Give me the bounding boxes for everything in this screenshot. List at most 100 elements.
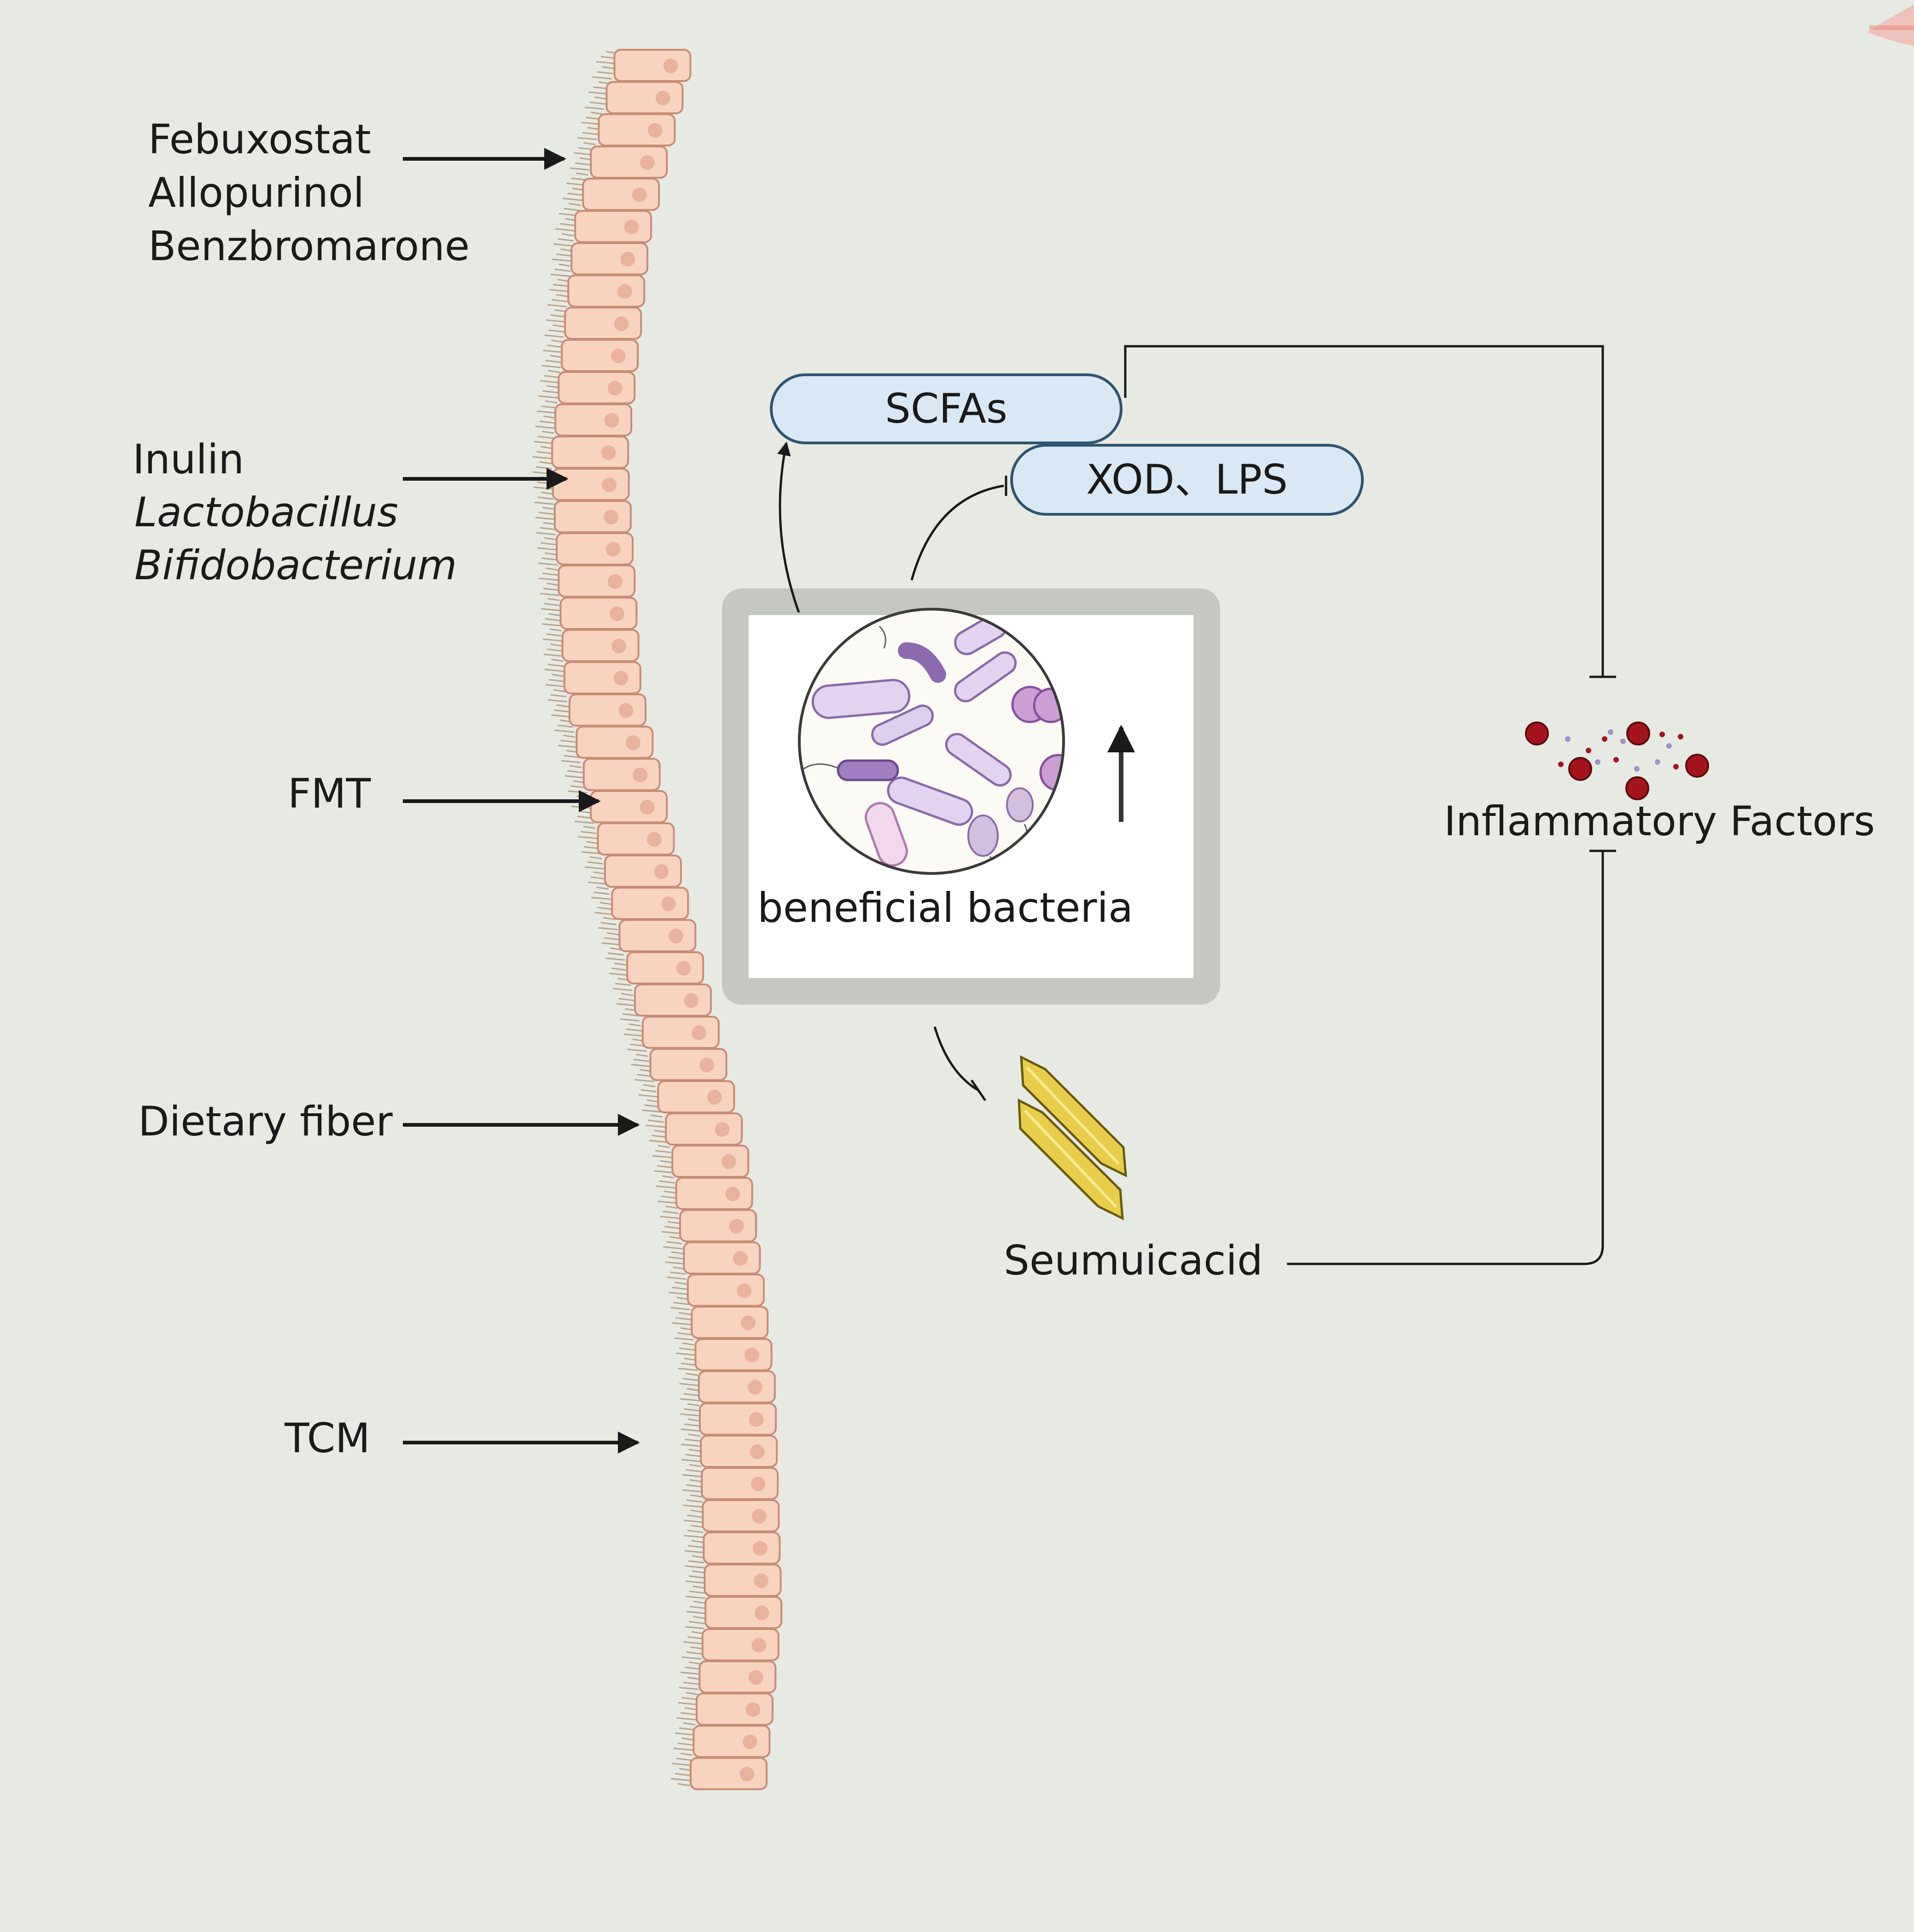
epithelial-cell — [564, 307, 642, 340]
epithelial-cell — [554, 403, 633, 436]
epithelial-cell — [694, 1338, 773, 1371]
cell-nucleus — [604, 510, 619, 524]
cell-nucleus — [613, 671, 628, 686]
cytokine-particle-small — [1673, 764, 1679, 769]
cytokine-particle — [1626, 722, 1650, 745]
cytokine-particle-small — [1620, 739, 1626, 744]
cell-nucleus — [647, 123, 663, 138]
label-bifidobacterium: Bifidobacterium — [134, 541, 457, 589]
epithelium-microvilli — [532, 51, 706, 1787]
arrow-to-scfas — [777, 442, 800, 613]
cell-nucleus — [684, 993, 699, 1008]
intestinal-epithelium — [532, 49, 783, 1790]
cell-nucleus — [748, 1670, 763, 1685]
cytokine-particle-small — [1602, 736, 1607, 742]
cytokine-particle — [1525, 722, 1549, 745]
cell-nucleus — [607, 574, 622, 589]
cytokine-particle-small — [1558, 762, 1564, 767]
cell-nucleus — [676, 961, 691, 976]
cytokine-particle-small — [1613, 757, 1619, 762]
epithelial-cell — [649, 1048, 727, 1081]
cytokine-particle — [1568, 757, 1592, 781]
epithelial-cell — [570, 242, 649, 275]
epithelial-cell — [626, 951, 704, 984]
bacteria-label: beneficial bacteria — [757, 884, 1133, 931]
cell-nucleus — [751, 1509, 767, 1524]
epithelial-cell — [611, 887, 689, 920]
epithelial-cell — [605, 81, 684, 114]
epithelial-cell — [561, 629, 640, 662]
cell-nucleus — [748, 1380, 763, 1395]
cytokine-particle-small — [1666, 743, 1672, 749]
cell-nucleus — [733, 1251, 748, 1266]
label-allopurinol: Allopurinol — [148, 169, 365, 216]
epithelial-cell — [704, 1564, 782, 1597]
bacterium-oval — [1006, 787, 1034, 822]
cell-nucleus — [611, 349, 626, 363]
epithelial-cell — [552, 468, 630, 501]
xod-lps-pill — [1010, 444, 1364, 516]
cell-nucleus — [751, 1638, 767, 1653]
epithelial-cell — [558, 564, 636, 598]
cell-nucleus — [604, 413, 619, 428]
epithelial-cell — [590, 145, 668, 179]
cytokine-particle-small — [1595, 759, 1600, 765]
cell-nucleus — [618, 703, 634, 718]
bacterium-rod — [871, 704, 934, 746]
epithelial-cell — [613, 49, 692, 82]
inflammatory-factors-label: Inflammatory Factors — [1444, 797, 1875, 845]
scfas-label: SCFAs — [885, 385, 1007, 432]
label-febuxostat: Febuxostat — [148, 116, 371, 163]
uric-acid-crystals — [1018, 1055, 1127, 1221]
inhibit-uric-acid-inflammation — [1287, 851, 1604, 1265]
cell-nucleus — [739, 1767, 755, 1781]
epithelial-cell — [563, 661, 641, 694]
bacterium-curved — [898, 642, 946, 683]
cell-nucleus — [750, 1477, 766, 1491]
epithelial-cell — [691, 1306, 769, 1339]
epithelial-cell — [556, 532, 634, 565]
epithelial-cell — [582, 758, 661, 791]
cytokine-particle — [1625, 776, 1649, 800]
cell-nucleus — [609, 606, 624, 621]
cytokine-particle-small — [1634, 766, 1640, 772]
cell-nucleus — [625, 735, 640, 750]
bacterium-rod — [865, 802, 908, 867]
cell-nucleus — [654, 864, 669, 879]
epithelial-cell — [567, 274, 646, 308]
inflammatory-particles — [1525, 722, 1709, 800]
cell-nucleus — [633, 768, 648, 782]
cell-nucleus — [611, 639, 627, 653]
cell-nucleus — [640, 800, 655, 815]
cell-nucleus — [661, 896, 676, 911]
cell-nucleus — [729, 1219, 744, 1234]
epithelial-cell — [698, 1402, 777, 1436]
epithelial-cell — [695, 1693, 774, 1726]
cell-nucleus — [750, 1444, 765, 1459]
uric-acid-label: Seumuicacid — [1004, 1237, 1263, 1284]
inhibit-xod-lps — [910, 484, 1004, 581]
epithelial-cell — [704, 1596, 783, 1629]
cell-nucleus — [753, 1573, 768, 1588]
label-lactobacillus: Lactobacillus — [134, 489, 398, 536]
cell-nucleus — [602, 477, 617, 492]
epithelial-cell — [597, 822, 675, 855]
cytokine-particle-small — [1586, 748, 1591, 753]
epithelial-cell — [551, 436, 629, 469]
scfas-pill — [770, 373, 1123, 444]
cell-nucleus — [655, 91, 670, 105]
epithelial-cell — [618, 919, 697, 952]
epithelial-cell — [702, 1499, 780, 1532]
epithelial-cell — [604, 855, 682, 888]
epithelial-cell — [558, 371, 636, 404]
cell-nucleus — [601, 445, 616, 460]
cytokine-particle-small — [1608, 729, 1613, 735]
cell-nucleus — [663, 58, 678, 73]
cell-nucleus — [740, 1315, 756, 1330]
epithelial-cell — [559, 597, 638, 630]
epithelial-cell — [553, 500, 632, 533]
cell-nucleus — [624, 220, 639, 234]
epithelial-cell — [568, 693, 646, 727]
cell-nucleus — [668, 929, 683, 943]
